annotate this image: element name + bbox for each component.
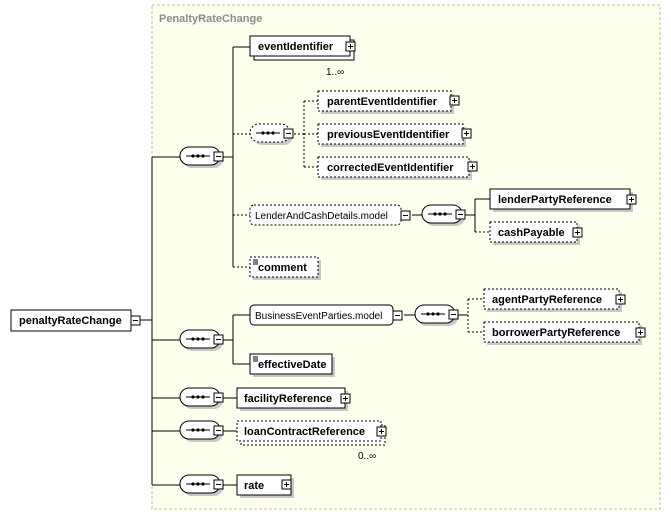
element-loanContractReference[interactable]: loanContractReference 0..∞	[236, 420, 387, 462]
collapse-icon[interactable]	[213, 479, 224, 490]
element-label: lenderPartyReference	[498, 194, 612, 206]
sequence-node[interactable]	[179, 474, 224, 496]
root-connectors	[140, 156, 180, 486]
element-label: borrowerPartyReference	[492, 327, 620, 339]
occurrence-label: 0..∞	[358, 451, 376, 462]
root-element-penaltyRateChange[interactable]: penaltyRateChange	[10, 309, 141, 332]
expand-icon[interactable]	[376, 426, 387, 437]
element-lenderPartyReference[interactable]: lenderPartyReference	[489, 188, 637, 212]
collapse-icon[interactable]	[455, 209, 466, 220]
optional-sequence-node[interactable]	[249, 123, 294, 145]
group-ref-lenderAndCashDetails[interactable]: LenderAndCashDetails.model	[249, 204, 411, 226]
sequence-node[interactable]	[179, 146, 224, 168]
collapse-icon[interactable]	[283, 128, 294, 139]
seq1-connectors	[223, 46, 250, 268]
collapse-icon[interactable]	[213, 425, 224, 436]
element-comment[interactable]: comment	[249, 256, 321, 280]
element-label: parentEventIdentifier	[327, 96, 438, 108]
expand-icon[interactable]	[449, 95, 460, 106]
group-ref-businessEventParties[interactable]: BusinessEventParties.model	[249, 304, 403, 326]
element-label: comment	[258, 262, 307, 274]
lines-icon	[253, 356, 258, 362]
element-label: loanContractReference	[244, 426, 365, 438]
element-eventIdentifier[interactable]: eventIdentifier 1..∞	[249, 35, 356, 78]
sequence-node[interactable]	[179, 387, 224, 409]
element-effectiveDate[interactable]: effectiveDate	[249, 353, 335, 377]
expand-icon[interactable]	[635, 327, 646, 338]
collapse-icon[interactable]	[213, 151, 224, 162]
collapse-icon[interactable]	[400, 210, 411, 221]
element-parentEventIdentifier[interactable]: parentEventIdentifier	[317, 90, 460, 114]
element-label: correctedEventIdentifier	[327, 162, 454, 174]
element-agentPartyReference[interactable]: agentPartyReference	[483, 288, 626, 312]
sequence-node[interactable]	[179, 420, 224, 442]
occurrence-label: 1..∞	[326, 67, 344, 78]
element-label: previousEventIdentifier	[327, 129, 450, 141]
expand-icon[interactable]	[281, 479, 292, 490]
element-label: agentPartyReference	[492, 294, 602, 306]
expand-icon[interactable]	[615, 294, 626, 305]
element-label: rate	[244, 480, 264, 492]
element-borrowerPartyReference[interactable]: borrowerPartyReference	[483, 321, 646, 345]
element-label: cashPayable	[498, 227, 565, 239]
root-label: penaltyRateChange	[19, 315, 122, 327]
sequence-node[interactable]	[414, 304, 459, 326]
collapse-icon[interactable]	[448, 309, 459, 320]
sequence-node[interactable]	[421, 204, 466, 226]
single-connectors	[223, 397, 237, 486]
element-rate[interactable]: rate	[236, 474, 294, 498]
element-correctedEventIdentifier[interactable]: correctedEventIdentifier	[317, 156, 478, 180]
group-ref-label: BusinessEventParties.model	[255, 311, 382, 322]
group-box	[151, 4, 661, 510]
expand-icon[interactable]	[467, 161, 478, 172]
business-connectors	[404, 298, 484, 333]
element-label: eventIdentifier	[258, 41, 334, 53]
expand-icon[interactable]	[345, 41, 356, 52]
sequence-node[interactable]	[179, 329, 224, 351]
expand-icon[interactable]	[340, 393, 351, 404]
collapse-icon[interactable]	[130, 315, 141, 326]
expand-icon[interactable]	[626, 194, 637, 205]
group-title: PenaltyRateChange	[159, 13, 262, 25]
lines-icon	[253, 259, 258, 265]
seq2-connectors	[223, 314, 250, 365]
collapse-icon[interactable]	[392, 310, 403, 321]
element-label: effectiveDate	[258, 359, 326, 371]
lender-connectors	[412, 198, 490, 233]
expand-icon[interactable]	[461, 128, 472, 139]
group-ref-label: LenderAndCashDetails.model	[255, 211, 388, 222]
collapse-icon[interactable]	[213, 392, 224, 403]
element-label: facilityReference	[244, 393, 332, 405]
inner-seq-connectors	[294, 100, 318, 168]
collapse-icon[interactable]	[213, 334, 224, 345]
element-cashPayable[interactable]: cashPayable	[489, 221, 583, 245]
element-previousEventIdentifier[interactable]: previousEventIdentifier	[317, 123, 472, 147]
expand-icon[interactable]	[572, 227, 583, 238]
element-facilityReference[interactable]: facilityReference	[236, 387, 351, 411]
